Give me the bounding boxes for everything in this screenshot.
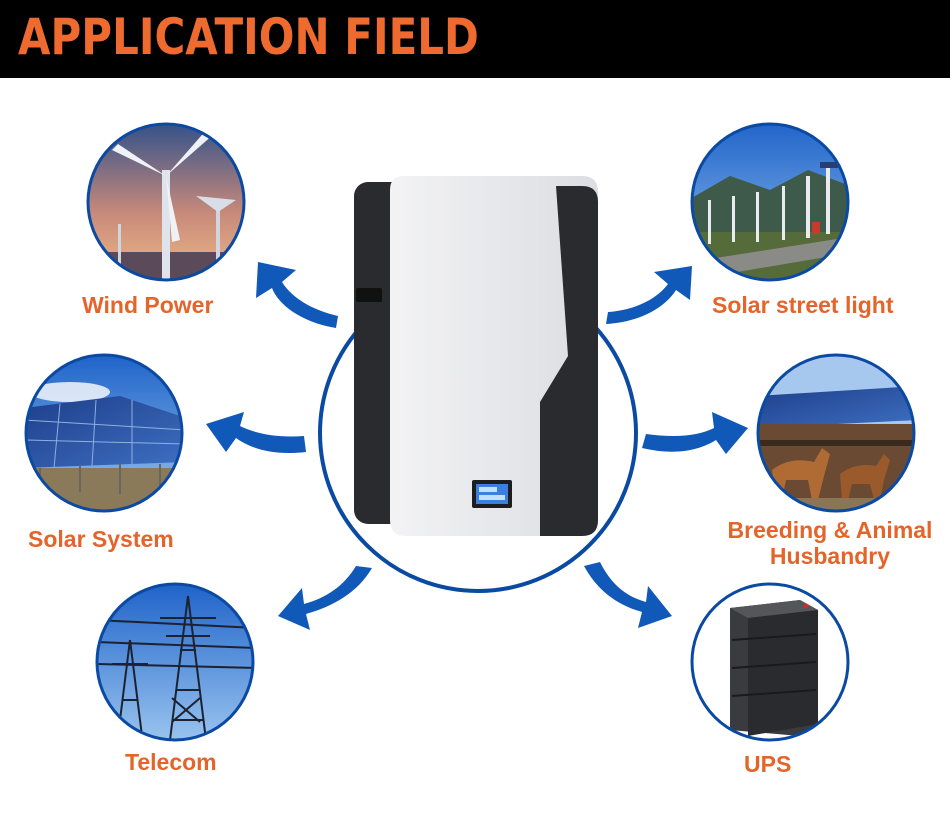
label-solar-system: Solar System [28,526,174,552]
street-light-icon [690,122,850,282]
label-wind-power: Wind Power [82,292,214,318]
label-ups: UPS [744,751,792,777]
wind-turbine-icon [86,122,246,282]
horse-icon [756,353,916,513]
label-breeding-line1: Breeding & Animal [727,517,933,543]
label-breeding-line2: Husbandry [769,543,891,569]
arrow-to-ups [584,562,672,628]
arrow-to-breeding [642,412,748,454]
page-title: APPLICATION FIELD [18,8,479,66]
label-breeding: Breeding & Animal Husbandry [716,517,944,569]
label-telecom: Telecom [125,749,217,775]
solar-panel-icon [24,353,184,513]
wall-battery-icon [354,176,598,536]
arrow-to-wind-power [256,262,338,328]
power-tower-icon [95,582,255,742]
label-solar-street-light: Solar street light [712,292,894,318]
battery-cabinet-icon [690,582,850,742]
arrow-to-telecom [278,566,372,630]
arrow-to-solar-system [206,412,306,454]
header-banner: APPLICATION FIELD [0,0,950,78]
arrow-to-street-light [606,266,692,324]
